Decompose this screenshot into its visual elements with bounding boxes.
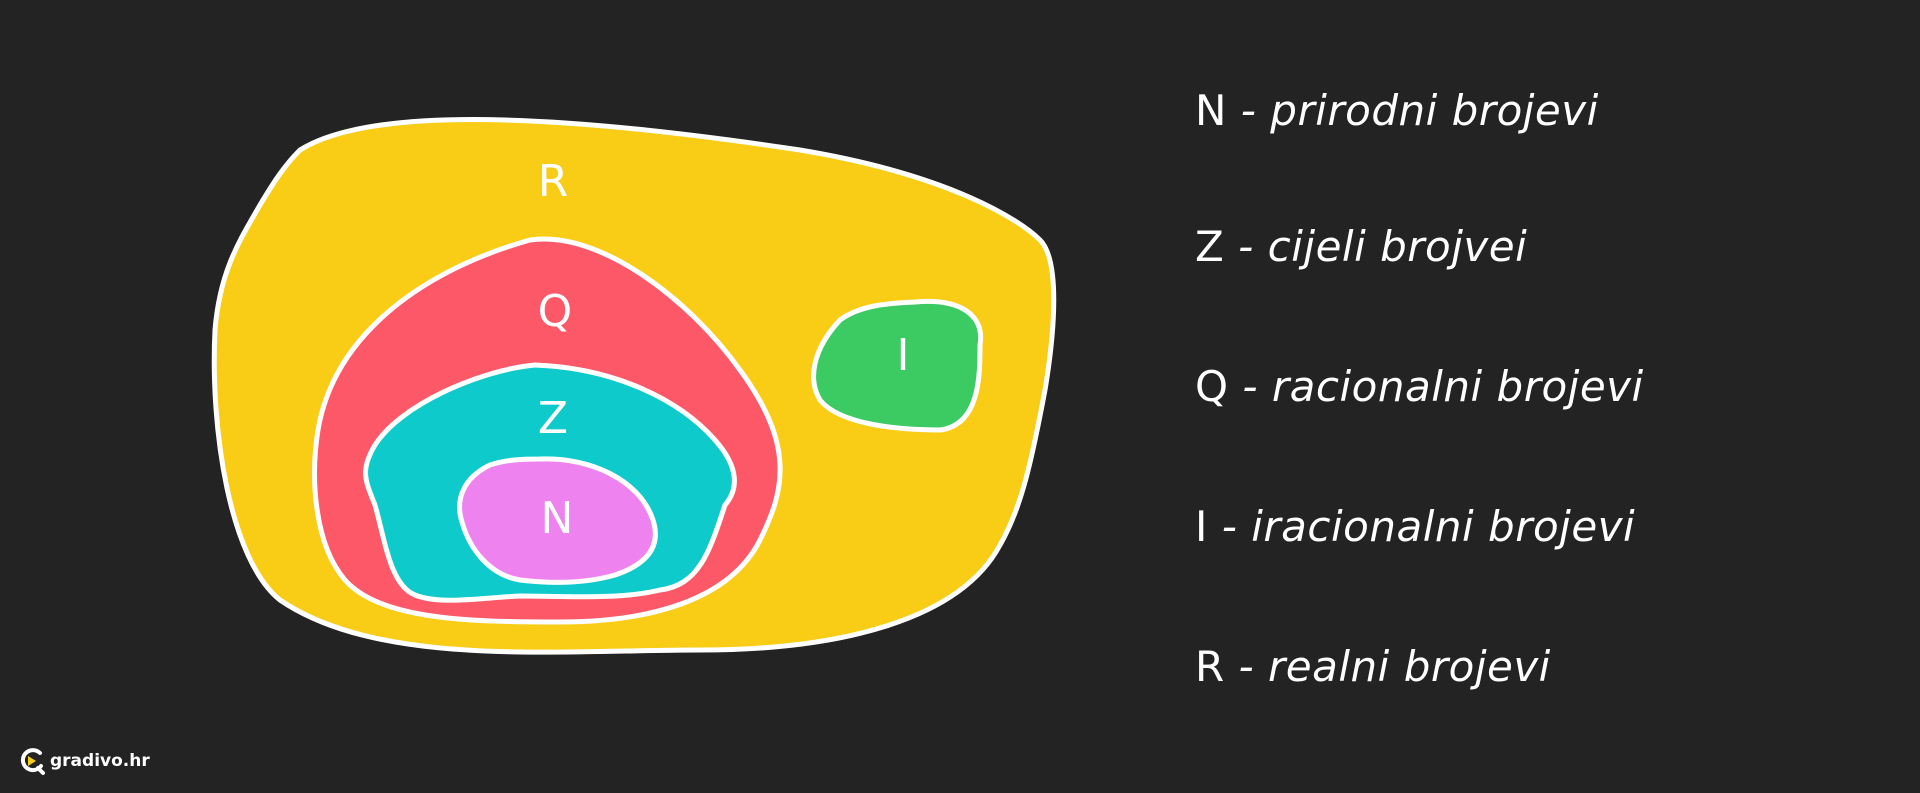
set-z-label: Z	[538, 393, 568, 444]
brand-logo: gradivo.hr	[18, 744, 150, 778]
legend-symbol: R	[1195, 642, 1225, 691]
set-q-label: Q	[538, 286, 573, 337]
legend-description: - cijeli brojvei	[1224, 222, 1528, 271]
legend-symbol: Z	[1195, 222, 1225, 271]
legend-symbol: Q	[1195, 362, 1229, 411]
legend-description: - racionalni brojevi	[1228, 362, 1644, 411]
legend-item-n: N - prirodni brojevi	[1195, 86, 1599, 135]
set-r-label: R	[538, 156, 569, 207]
legend-item-z: Z - cijeli brojvei	[1195, 222, 1527, 271]
legend-item-q: Q - racionalni brojevi	[1195, 362, 1644, 411]
set-i-label: I	[897, 330, 910, 381]
legend-symbol: I	[1195, 502, 1208, 551]
legend-description: - prirodni brojevi	[1226, 86, 1599, 135]
legend: N - prirodni brojevi Z - cijeli brojvei …	[1195, 0, 1895, 793]
gradivo-logo-icon	[20, 748, 45, 775]
legend-symbol: N	[1195, 86, 1227, 135]
legend-item-r: R - realni brojevi	[1195, 642, 1551, 691]
legend-description: - iracionalni brojevi	[1207, 502, 1636, 551]
brand-name: gradivo.hr	[50, 751, 150, 771]
legend-description: - realni brojevi	[1224, 642, 1551, 691]
legend-item-i: I - iracionalni brojevi	[1195, 502, 1635, 551]
set-n-region	[457, 456, 658, 585]
set-n-label: N	[541, 493, 574, 544]
set-i-region	[811, 298, 984, 433]
